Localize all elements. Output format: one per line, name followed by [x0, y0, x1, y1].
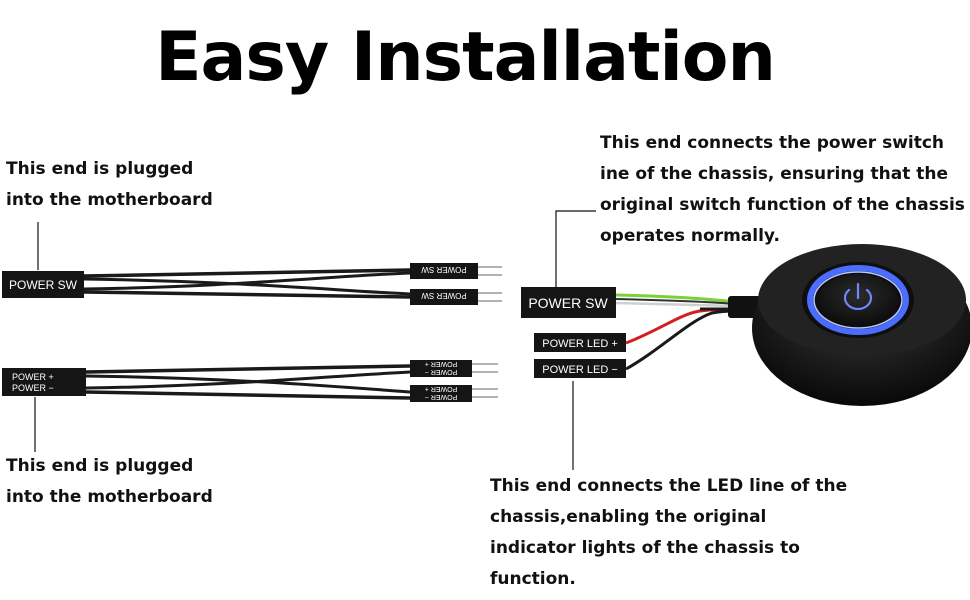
- power-sw-right-connector: POWER SW: [521, 287, 616, 318]
- note-line: chassis,enabling the original: [490, 507, 767, 527]
- note-line: ine of the chassis, ensuring that the: [600, 164, 949, 184]
- note-line: This end connects the power switch: [600, 133, 945, 153]
- button-wires: [615, 293, 764, 371]
- note-top-left: This end is plugged into the motherboard: [6, 154, 213, 216]
- pointer-line-top-right: [555, 210, 596, 287]
- note-line: function.: [490, 569, 576, 589]
- pin-header-sw-1: POWER SW: [410, 263, 502, 279]
- led-ring: [807, 265, 909, 335]
- connector-label: POWER +: [425, 360, 457, 367]
- note-line: into the motherboard: [6, 190, 213, 210]
- connector-label: POWER −: [425, 368, 457, 375]
- connector-label: POWER −: [12, 383, 54, 393]
- pin-header-pm-1: POWER − POWER +: [410, 360, 498, 377]
- power-pm-left-connector: POWER + POWER −: [2, 368, 86, 396]
- note-bottom-left: This end is plugged into the motherboard: [6, 451, 213, 513]
- connector-label: POWER SW: [421, 291, 467, 300]
- note-line: operates normally.: [600, 226, 780, 246]
- note-line: This end is plugged: [6, 159, 194, 179]
- connector-label: POWER SW: [9, 278, 78, 292]
- connector-label: POWER SW: [528, 295, 608, 311]
- power-button-device: [752, 244, 970, 406]
- note-line: This end is plugged: [6, 456, 194, 476]
- note-top-right: This end connects the power switch ine o…: [600, 128, 965, 252]
- connector-label: POWER LED −: [542, 364, 618, 376]
- connector-label: POWER SW: [421, 265, 467, 274]
- power-led-minus-connector: POWER LED −: [534, 359, 626, 378]
- note-line: into the motherboard: [6, 487, 213, 507]
- power-led-cable: [85, 364, 411, 400]
- power-led-plus-connector: POWER LED +: [534, 333, 626, 352]
- connector-label: POWER +: [425, 385, 457, 392]
- power-sw-left-connector: POWER SW: [2, 271, 84, 298]
- note-line: indicator lights of the chassis to: [490, 538, 800, 558]
- note-line: This end connects the LED line of the: [490, 476, 848, 496]
- connector-label: POWER LED +: [542, 338, 618, 350]
- pin-header-sw-2: POWER SW: [410, 289, 502, 305]
- note-bottom-right: This end connects the LED line of the ch…: [490, 471, 847, 595]
- power-icon: [843, 282, 873, 310]
- connector-label: POWER −: [425, 393, 457, 400]
- connector-label: POWER +: [12, 372, 54, 382]
- power-sw-cable: [83, 268, 411, 299]
- pin-header-pm-2: POWER − POWER +: [410, 385, 498, 402]
- page-title: Easy Installation: [155, 18, 776, 97]
- note-line: original switch function of the chassis: [600, 195, 965, 215]
